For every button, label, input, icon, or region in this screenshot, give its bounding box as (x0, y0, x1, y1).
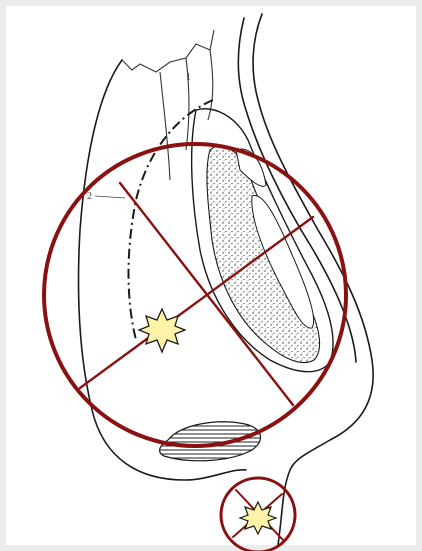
small-starburst-icon (240, 502, 276, 534)
label-1: 1 (186, 72, 191, 83)
septal-cartilage (192, 109, 333, 372)
label-2: 2 (87, 191, 92, 202)
label-2-leader (95, 196, 125, 198)
nostril-opening (160, 422, 261, 461)
dashed-incision-line (129, 100, 214, 340)
starburst-icon (139, 309, 185, 352)
